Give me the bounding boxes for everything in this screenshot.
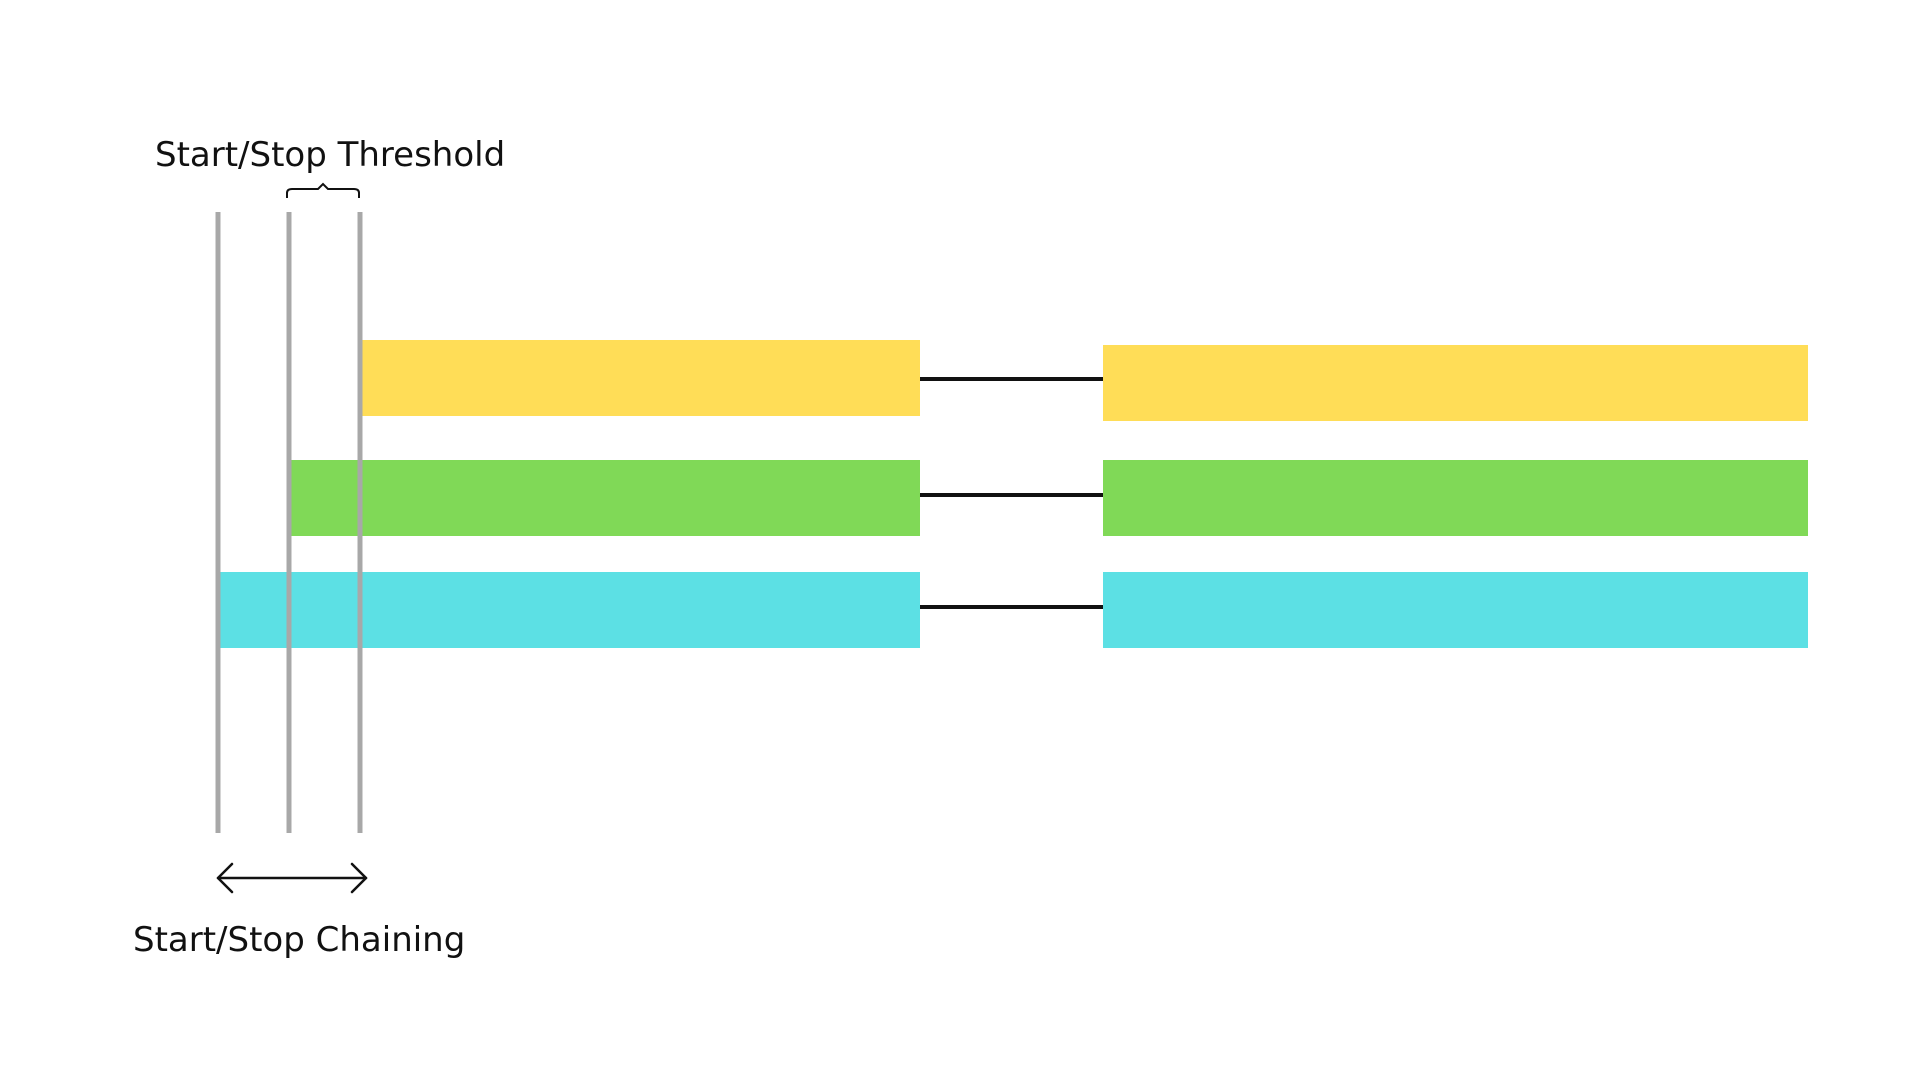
cyan-bar-left: [218, 572, 920, 648]
yellow-bar-left: [362, 340, 920, 416]
cyan-bar-right: [1103, 572, 1808, 648]
threshold-label: Start/Stop Threshold: [155, 135, 505, 175]
threshold-brace: [286, 182, 360, 198]
chaining-label: Start/Stop Chaining: [133, 920, 465, 960]
yellow-bar-right: [1103, 345, 1808, 421]
green-bar-right: [1103, 460, 1808, 536]
chaining-arrow: [216, 862, 368, 894]
green-bar-left: [290, 460, 920, 536]
